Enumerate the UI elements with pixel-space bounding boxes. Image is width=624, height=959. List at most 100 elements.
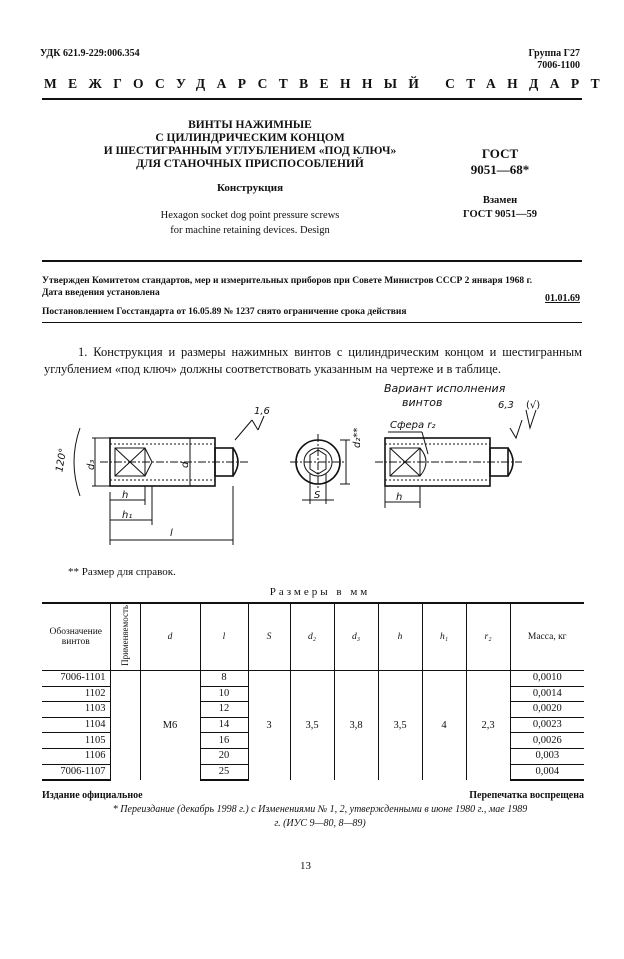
replaces-label: Взамен	[482, 195, 518, 206]
dim-d3-label: d₃	[86, 460, 97, 470]
side-view	[73, 415, 265, 545]
standard-type: МЕЖГОСУДАРСТВЕННЫЙ СТАНДАРТ	[44, 76, 612, 91]
d3-cell: 3,8	[333, 670, 378, 781]
english-line: Hexagon socket dog point pressure screws	[160, 210, 340, 221]
table-row: 7006-1101 М6 8 3 3,5 3,8 3,5 4 2,3 0,001…	[42, 670, 584, 781]
reprint-label: Перепечатка воспрещена	[469, 790, 584, 801]
designation-cell: 1105	[42, 732, 110, 749]
col-designation: Обозначение винтов	[42, 602, 110, 671]
dim-h1-label: h₁	[122, 510, 132, 521]
group-label: Группа Г27	[528, 48, 580, 59]
subtitle: Конструкция	[216, 182, 284, 194]
length-cell: 10	[199, 686, 248, 703]
table-header-row: Обозначение винтов Применяемость d l S d…	[42, 602, 584, 671]
variant-label-1: Вариант исполнения	[384, 382, 506, 395]
s-cell: 3	[247, 670, 290, 781]
table-row: 7006-1107 25 0,004	[42, 764, 584, 782]
h-cell: 3,5	[377, 670, 422, 781]
dim-s-label: S	[314, 490, 321, 501]
designation-cell: 1104	[42, 717, 110, 734]
table-row: 1104 14 0,0023	[42, 717, 584, 734]
dim-h-variant-label: h	[396, 492, 402, 503]
length-cell: 16	[199, 732, 248, 749]
applicability-cell	[109, 670, 140, 781]
roughness-small: 1,6	[254, 406, 270, 417]
variant-label-2: винтов	[402, 396, 442, 409]
table-row: 1102 10 0,0014	[42, 686, 584, 703]
table-caption: Размеры в мм	[269, 586, 371, 598]
d-cell: М6	[139, 670, 200, 781]
col-d3: d₃	[333, 602, 378, 671]
r2-cell: 2,3	[465, 670, 510, 781]
approval-line: Утвержден Комитетом стандартов, мер и из…	[42, 276, 533, 286]
col-mass: Масса, кг	[509, 602, 584, 671]
dimensions-table: Обозначение винтов Применяемость d l S d…	[42, 602, 584, 782]
designation-cell: 7006-1107	[42, 764, 110, 782]
dim-h-label: h	[122, 490, 128, 501]
dim-l-label: l	[170, 528, 173, 539]
title-line: С ЦИЛИНДРИЧЕСКИМ КОНЦОМ	[155, 132, 345, 144]
mass-cell: 0,0020	[509, 701, 584, 718]
title-line: И ШЕСТИГРАННЫМ УГЛУБЛЕНИЕМ «ПОД КЛЮЧ»	[103, 145, 397, 157]
title-line: ДЛЯ СТАНОЧНЫХ ПРИСПОСОБЛЕНИЙ	[136, 158, 364, 170]
mass-cell: 0,0014	[509, 686, 584, 703]
gost-number: 9051—68*	[470, 162, 530, 177]
approval-rule-bottom	[42, 322, 582, 323]
approval-rule-top	[42, 260, 582, 262]
reissue-note: * Переиздание (декабрь 1998 г.) с Измене…	[112, 804, 528, 829]
table-row: 1105 16 0,0026	[42, 732, 584, 749]
english-title: Hexagon socket dog point pressure screws…	[90, 208, 410, 238]
sphere-label: Сфера r₂	[390, 420, 435, 431]
designation-cell: 1103	[42, 701, 110, 718]
angle-label: 120°	[54, 447, 69, 473]
page-number: 13	[300, 860, 311, 872]
okp-code: 7006-1100	[537, 60, 580, 71]
clause-1: 1. Конструкция и размеры нажимных винтов…	[44, 345, 582, 376]
mass-cell: 0,0023	[509, 717, 584, 734]
col-h: h	[377, 602, 422, 671]
col-d: d	[139, 602, 200, 671]
edition-label: Издание официальное	[42, 790, 143, 801]
length-cell: 12	[199, 701, 248, 718]
approval-text: Утвержден Комитетом стандартов, мер и из…	[42, 275, 584, 299]
h1-cell: 4	[421, 670, 466, 781]
length-cell: 8	[199, 670, 248, 687]
dim-d2-label: d₂**	[352, 428, 363, 448]
english-line: for machine retaining devices. Design	[170, 225, 330, 236]
group-code: Группа Г27 7006-1100	[528, 48, 580, 72]
title-line: ВИНТЫ НАЖИМНЫЕ	[188, 119, 312, 131]
decree-text: Постановлением Госстандарта от 16.05.89 …	[42, 307, 407, 317]
footnote: ** Размер для справок.	[68, 566, 176, 578]
col-s: S	[247, 602, 290, 671]
table-row: 1106 20 0,003	[42, 748, 584, 765]
dim-d-label: d	[180, 461, 191, 468]
gost-label: ГОСТ	[481, 146, 519, 161]
mass-cell: 0,004	[509, 764, 584, 782]
col-d2: d₂	[289, 602, 334, 671]
intro-date: 01.01.69	[545, 293, 580, 304]
length-cell: 25	[199, 764, 248, 782]
designation-cell: 1106	[42, 748, 110, 765]
document-title: ВИНТЫ НАЖИМНЫЕ С ЦИЛИНДРИЧЕСКИМ КОНЦОМ И…	[90, 119, 410, 171]
length-cell: 14	[199, 717, 248, 734]
mass-cell: 0,003	[509, 748, 584, 765]
screw-drawing: 120° d₃ d h h₁ l 1,6 S d₂** h Сфера r₂ В…	[54, 382, 540, 545]
intro-label: Дата введения установлена	[42, 288, 160, 298]
designation-cell: 7006-1101	[42, 670, 110, 687]
table-row: 1103 12 0,0020	[42, 701, 584, 718]
length-cell: 20	[199, 748, 248, 765]
mass-cell: 0,0026	[509, 732, 584, 749]
end-view	[290, 434, 350, 504]
gost-number-block: ГОСТ 9051—68*	[450, 146, 550, 178]
replaces-block: Взамен ГОСТ 9051—59	[450, 194, 550, 222]
variant-view	[375, 409, 537, 508]
udk-code: УДК 621.9-229:006.354	[40, 48, 140, 59]
col-applicability: Применяемость	[109, 602, 140, 671]
col-l: l	[199, 602, 248, 671]
header-rule	[42, 98, 582, 100]
col-r2: r₂	[465, 602, 510, 671]
col-h1: h₁	[421, 602, 466, 671]
d2-cell: 3,5	[289, 670, 334, 781]
replaces-value: ГОСТ 9051—59	[463, 209, 537, 220]
roughness-paren: (√)	[526, 400, 540, 411]
